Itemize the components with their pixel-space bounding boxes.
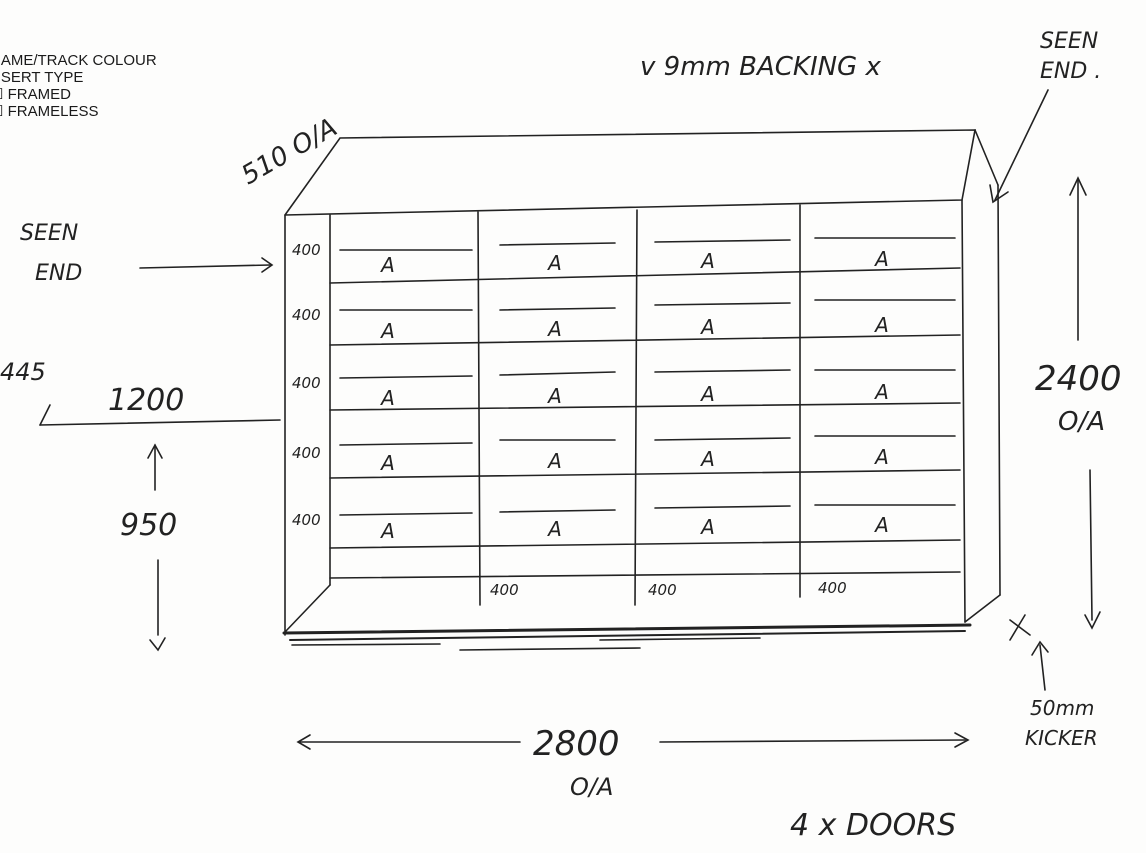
- overall-height-label: 2400: [1035, 359, 1122, 399]
- overall-width-oa: O/A: [570, 773, 613, 801]
- frame-track-colour-label: RAME/TRACK COLOUR: [0, 52, 157, 69]
- left-return: [39, 257, 281, 652]
- insert-label-a: A: [546, 317, 562, 341]
- framed-option[interactable]: ☐ FRAMED: [0, 86, 71, 103]
- overall-height-oa: O/A: [1058, 407, 1105, 437]
- bay-width-label: 400: [818, 579, 847, 597]
- insert-label-a: A: [699, 382, 715, 406]
- insert-label-a: A: [379, 386, 395, 410]
- doors-note: 4 x DOORS: [790, 808, 956, 843]
- overall-width-label: 2800: [533, 724, 620, 764]
- insert-labels: A A A A A A A A A A A A A A A A A A A A: [379, 247, 889, 543]
- insert-label-a: A: [546, 517, 562, 541]
- row-height-label: 400: [292, 444, 321, 462]
- insert-label-a: A: [873, 247, 889, 271]
- left-return-depth-label: 445: [0, 358, 46, 386]
- insert-label-a: A: [699, 249, 715, 273]
- row-height-labels: 400 400 400 400 400: [292, 241, 321, 529]
- insert-label-a: A: [379, 253, 395, 277]
- kicker-label: KICKER: [1025, 726, 1098, 750]
- insert-type-label: NSERT TYPE: [0, 69, 84, 86]
- insert-label-a: A: [546, 251, 562, 275]
- seen-end-left-label-2: END: [35, 261, 82, 286]
- insert-label-a: A: [379, 519, 395, 543]
- seen-end-left-label-1: SEEN: [20, 221, 78, 246]
- row-height-label: 400: [292, 306, 321, 324]
- frameless-option[interactable]: ☐ FRAMELESS: [0, 103, 99, 120]
- insert-label-a: A: [546, 449, 562, 473]
- insert-label-a: A: [873, 513, 889, 537]
- insert-label-a: A: [699, 315, 715, 339]
- insert-label-a: A: [546, 384, 562, 408]
- bay-width-label: 400: [490, 581, 519, 599]
- kicker-size-label: 50mm: [1030, 696, 1094, 720]
- backing-note: v 9mm BACKING x: [640, 52, 881, 82]
- bay-width-label: 400: [648, 581, 677, 599]
- spec-legend: RAME/TRACK COLOUR NSERT TYPE ☐ FRAMED ☐ …: [0, 52, 157, 120]
- insert-label-a: A: [379, 451, 395, 475]
- insert-label-a: A: [699, 447, 715, 471]
- row-height-label: 400: [292, 511, 321, 529]
- dimension-arrows: [296, 89, 1101, 750]
- seen-end-right-label-2: END .: [1040, 59, 1101, 84]
- depth-label: 510 O/A: [237, 113, 343, 191]
- shelf-lines: [329, 237, 961, 579]
- cabinet-outline: [282, 129, 1001, 651]
- seen-end-right-label-1: SEEN: [1040, 29, 1098, 54]
- left-return-height-label: 950: [120, 508, 177, 543]
- insert-label-a: A: [379, 319, 395, 343]
- insert-label-a: A: [873, 313, 889, 337]
- bay-width-labels: 400 400 400: [490, 579, 847, 599]
- insert-label-a: A: [873, 445, 889, 469]
- left-return-width-label: 1200: [108, 383, 184, 418]
- insert-label-a: A: [873, 380, 889, 404]
- row-height-label: 400: [292, 374, 321, 392]
- insert-label-a: A: [699, 515, 715, 539]
- row-height-label: 400: [292, 241, 321, 259]
